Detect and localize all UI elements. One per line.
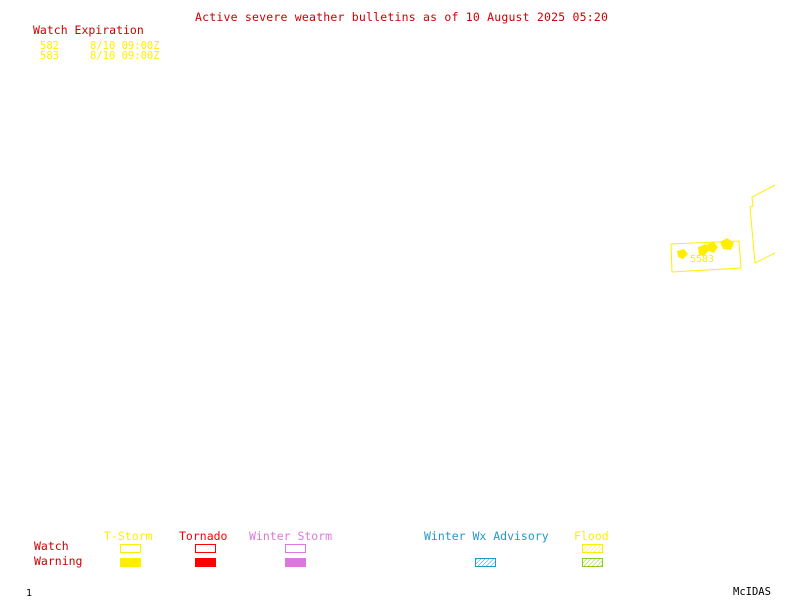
watch-polygon-edge [749,184,776,264]
watch-box-label: 5583 [690,254,714,265]
legend-warning-label: Warning [34,554,83,568]
winter-advisory-swatch [475,558,496,567]
frame-number: 1 [26,588,33,599]
watch-expiration-time: 8/10 09:00Z [90,50,160,62]
watch-expiration-row: 582 8/10 09:00Z [40,41,160,52]
tornado-watch-swatch [195,544,216,553]
tstorm-warning-swatch [120,558,141,567]
winter-storm-watch-swatch [285,544,306,553]
flood-warning-swatch [582,558,603,567]
watch-expiration-row: 583 8/10 09:00Z [40,51,160,62]
watch-expiration-header: Watch Expiration [33,23,144,37]
legend-tstorm: T-Storm [104,529,153,543]
warning-polygon [677,249,688,259]
tstorm-watch-swatch [120,544,141,553]
legend-winter-storm: Winter Storm [249,529,333,543]
software-label: McIDAS [733,586,771,598]
winter-storm-warning-swatch [285,558,306,567]
legend-tornado: Tornado [179,529,228,543]
tornado-warning-swatch [195,558,216,567]
legend-watch-label: Watch [34,539,69,553]
warning-polygon [720,238,734,250]
watch-number: 583 [40,50,59,62]
watch-box [670,240,742,273]
legend-flood: Flood [574,529,609,543]
warning-polygon [707,242,718,253]
legend-winter-advisory: Winter Wx Advisory [424,529,549,543]
bulletin-title: Active severe weather bulletins as of 10… [195,10,609,24]
watch-number: 582 [40,40,59,52]
flood-watch-swatch [582,544,603,553]
watch-expiration-time: 8/10 09:00Z [90,40,160,52]
warning-polygon [698,244,709,256]
